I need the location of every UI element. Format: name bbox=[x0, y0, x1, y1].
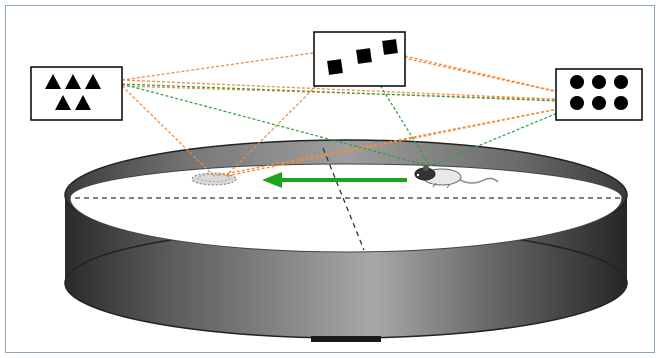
pool-rim bbox=[64, 139, 628, 253]
diagonal-axis bbox=[322, 147, 365, 251]
water-surface bbox=[69, 163, 623, 253]
cue-card-circles bbox=[555, 68, 643, 121]
cue-card-triangles bbox=[30, 66, 123, 121]
circle-icon-group bbox=[570, 75, 628, 110]
cue-card-squares bbox=[313, 31, 406, 87]
direction-arrow-icon bbox=[262, 172, 407, 188]
square-icon-group bbox=[327, 39, 398, 75]
quadrant-axes bbox=[66, 147, 626, 251]
hidden-platform-icon bbox=[191, 172, 237, 186]
triangle-icon-group bbox=[45, 74, 101, 110]
mouse-icon bbox=[414, 165, 499, 189]
